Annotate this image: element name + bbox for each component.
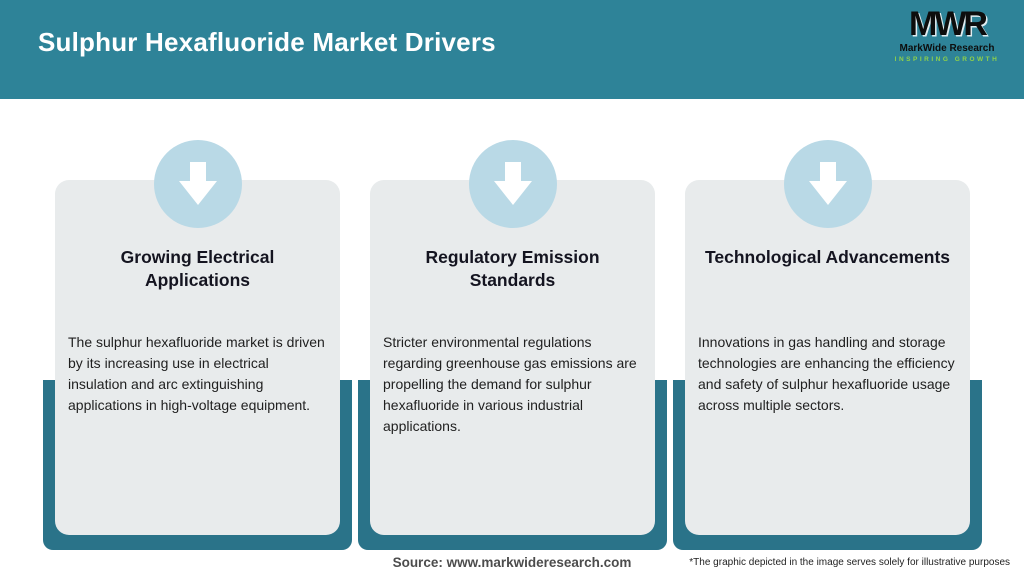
- driver-card-group-2: Regulatory Emission Standards Stricter e…: [358, 140, 667, 555]
- disclaimer-text: *The graphic depicted in the image serve…: [683, 557, 1010, 568]
- driver-card: Regulatory Emission Standards Stricter e…: [370, 180, 655, 535]
- logo-name: MarkWide Research: [899, 43, 995, 54]
- driver-card-group-1: Growing Electrical Applications The sulp…: [43, 140, 352, 555]
- card-body: Innovations in gas handling and storage …: [698, 334, 955, 413]
- down-arrow-badge: [153, 140, 242, 228]
- markwide-logo: MWR MarkWide Research INSPIRING GROWTH: [892, 7, 1002, 63]
- driver-card: Growing Electrical Applications The sulp…: [55, 180, 340, 535]
- logo-acronym: MWR: [909, 5, 988, 43]
- card-body: Stricter environmental regulations regar…: [383, 334, 637, 434]
- source-text: Source: www.markwideresearch.com: [392, 555, 632, 570]
- header-bar: Sulphur Hexafluoride Market Drivers MWR …: [0, 0, 1024, 99]
- card-title: Regulatory Emission Standards: [425, 247, 600, 290]
- down-arrow-icon: [808, 162, 847, 205]
- down-arrow-icon: [178, 162, 217, 205]
- page-title: Sulphur Hexafluoride Market Drivers: [38, 27, 496, 57]
- card-title: Growing Electrical Applications: [120, 247, 275, 290]
- card-body: The sulphur hexafluoride market is drive…: [68, 334, 325, 413]
- down-arrow-badge: [468, 140, 557, 228]
- logo-tagline: INSPIRING GROWTH: [894, 56, 1000, 63]
- down-arrow-badge: [783, 140, 872, 228]
- down-arrow-icon: [493, 162, 532, 205]
- card-title: Technological Advancements: [704, 247, 951, 267]
- driver-card-group-3: Technological Advancements Innovations i…: [673, 140, 982, 555]
- driver-card: Technological Advancements Innovations i…: [685, 180, 970, 535]
